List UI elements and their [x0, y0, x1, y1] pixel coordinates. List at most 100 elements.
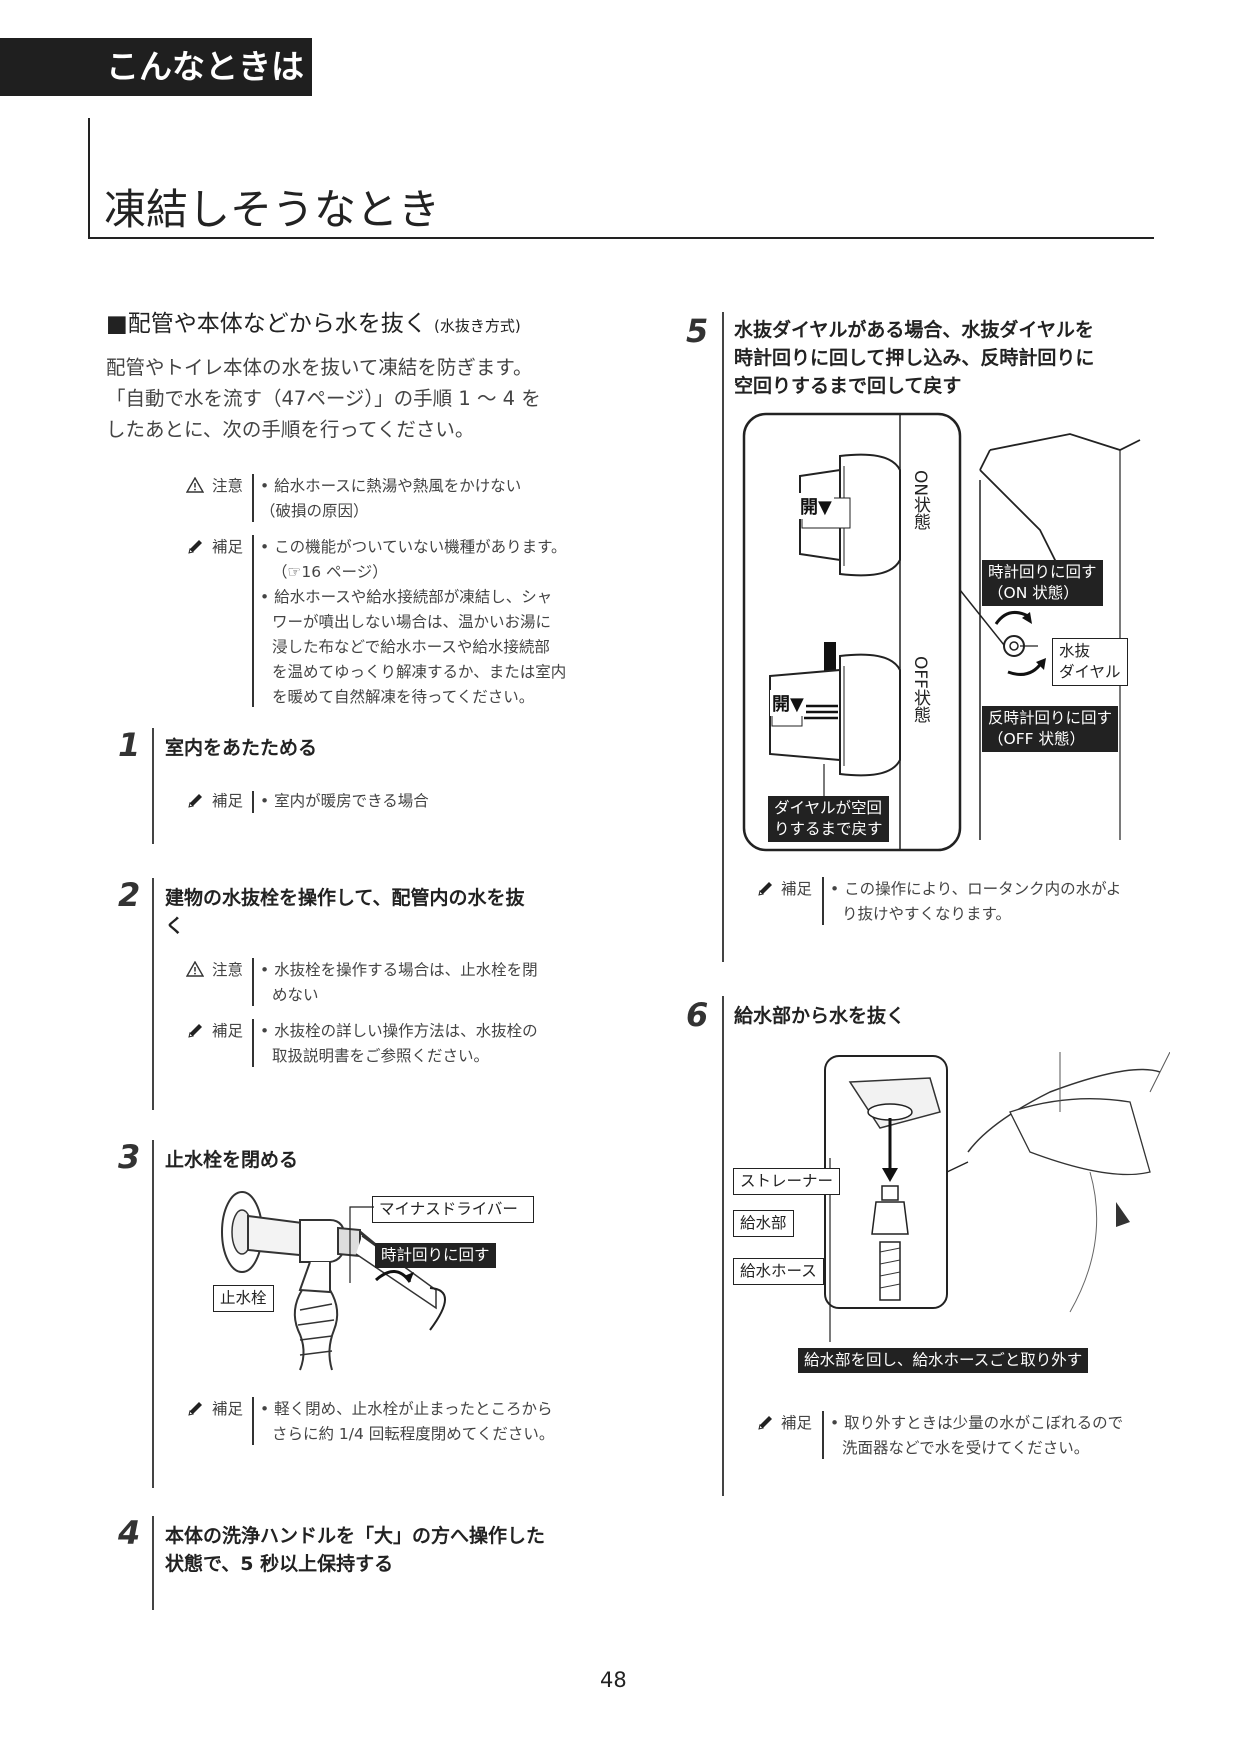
step-number: 1: [118, 726, 141, 764]
note-line: • 軽く閉め、止水栓が止まったところから: [260, 1400, 553, 1418]
step-rule: [722, 312, 724, 962]
step-number: 6: [686, 996, 709, 1034]
step-rule: [152, 1140, 154, 1488]
callout-clockwise-on: 時計回りに回す （ON 状態）: [982, 560, 1103, 606]
step-title: 止水栓を閉める: [165, 1149, 299, 1171]
pencil-icon: [758, 882, 772, 896]
title-rule-vertical: [88, 118, 90, 238]
note-line: • 取り外すときは少量の水がこぼれるので: [830, 1414, 1124, 1432]
page-number: 48: [600, 1668, 627, 1692]
note-line: • 給水ホースに熱湯や熱風をかけない: [260, 477, 522, 495]
water-supply-illustration: [824, 1052, 1170, 1342]
callout-line: 反時計回りに回す: [988, 709, 1113, 727]
note-label: 注意: [211, 477, 243, 495]
intro-text: 配管やトイレ本体の水を抜いて凍結を防ぎます。 「自動で水を流す（47ページ）」の…: [106, 352, 586, 445]
dial-illustration: [742, 412, 1141, 852]
callout-line: （OFF 状態）: [988, 730, 1085, 748]
callout-line: ダイヤル: [1059, 663, 1121, 681]
open-label: 開▼: [770, 690, 806, 716]
callout-driver: マイナスドライバー: [372, 1196, 534, 1223]
step-rule: [152, 1516, 154, 1610]
step-rule: [722, 996, 724, 1496]
note-line: • この機能がついていない機種があります。: [260, 538, 567, 556]
step-title: 水抜ダイヤルがある場合、水抜ダイヤルを 時計回りに回して押し込み、反時計回りに …: [734, 316, 1094, 400]
step-title: 建物の水抜栓を操作して、配管内の水を抜 く: [165, 884, 524, 940]
note-divider: [252, 1019, 254, 1067]
callout-line: 水抜: [1059, 642, 1091, 660]
section-heading: ■配管や本体などから水を抜く (水抜き方式): [106, 304, 521, 338]
step-title-line: 時計回りに回して押し込み、反時計回りに: [734, 347, 1095, 369]
note-line: さらに約 1/4 回転程度閉めてください。: [272, 1425, 555, 1443]
pencil-icon: [188, 794, 202, 808]
note-label: 補足: [211, 1022, 243, 1040]
callout-line: りするまで戻す: [774, 820, 883, 838]
note-line: • この操作により、ロータンク内の水がよ: [830, 880, 1122, 898]
step-title: 給水部から水を抜く: [734, 1005, 906, 1027]
step-title-line: く: [165, 915, 185, 937]
note-line: • 給水ホースや給水接続部が凍結し、シャ: [260, 588, 553, 606]
callout-counterclockwise-off: 反時計回りに回す （OFF 状態）: [982, 706, 1119, 752]
step-number: 2: [118, 876, 141, 914]
warning-icon: [186, 961, 204, 977]
step-title-line: 建物の水抜栓を操作して、配管内の水を抜: [165, 887, 525, 909]
stopcock-illustration: [221, 1191, 446, 1371]
warning-icon: [186, 477, 204, 493]
callout-strainer: ストレーナー: [733, 1168, 841, 1195]
note-line: • 室内が暖房できる場合: [260, 792, 429, 810]
leader-line: [349, 1206, 374, 1283]
step-title-line: 空回りするまで回して戻す: [734, 375, 962, 397]
note-line: り抜けやすくなります。: [842, 905, 1011, 923]
page-title: 凍結しそうなとき: [104, 185, 441, 234]
section-heading-text: ■配管や本体などから水を抜く: [106, 311, 427, 337]
note-label: 補足: [211, 792, 243, 810]
step-title-line: 水抜ダイヤルがある場合、水抜ダイヤルを: [734, 319, 1094, 341]
step-rule: [152, 728, 154, 844]
step-title-line: 本体の洗浄ハンドルを「大」の方へ操作した: [165, 1525, 546, 1547]
note-line: を暖めて自然解凍を待ってください。: [272, 688, 535, 706]
on-state-label: ON状態: [910, 470, 930, 531]
step-number: 3: [118, 1138, 141, 1176]
note-line: （☞16 ページ）: [272, 563, 388, 581]
intro-line: 「自動で水を流す（47ページ）」の手順 1 ～ 4 を: [106, 387, 541, 410]
step-rule: [152, 878, 154, 1110]
note-line: めない: [272, 986, 319, 1004]
note-divider: [822, 877, 824, 925]
step-title-line: 状態で、5 秒以上保持する: [165, 1553, 394, 1575]
pencil-icon: [188, 540, 202, 554]
note-divider: [252, 535, 254, 707]
off-state-label: OFF状態: [910, 656, 930, 723]
callout-idle-return: ダイヤルが空回 りするまで戻す: [768, 796, 889, 842]
callout-drain-dial: 水抜 ダイヤル: [1052, 638, 1128, 686]
step-number: 4: [118, 1514, 141, 1552]
intro-line: 配管やトイレ本体の水を抜いて凍結を防ぎます。: [106, 356, 533, 379]
step-title: 本体の洗浄ハンドルを「大」の方へ操作した 状態で、5 秒以上保持する: [165, 1522, 545, 1578]
note-label: 補足: [211, 1400, 243, 1418]
pencil-icon: [188, 1024, 202, 1038]
note-line: （破損の原因）: [260, 502, 369, 520]
note-divider: [252, 958, 254, 1006]
callout-hose: 給水ホース: [733, 1258, 824, 1285]
callout-supply: 給水部: [733, 1210, 794, 1237]
note-line: を温めてゆっくり解凍するか、または室内: [272, 663, 567, 681]
step-title: 室内をあたためる: [165, 737, 318, 759]
callout-line: ダイヤルが空回: [774, 799, 883, 817]
note-label: 補足: [780, 880, 812, 898]
section-heading-sub: (水抜き方式): [434, 317, 521, 335]
note-divider: [252, 474, 254, 522]
note-divider: [822, 1411, 824, 1459]
note-line: 浸した布などで給水ホースや給水接続部: [272, 638, 550, 656]
callout-clockwise: 時計回りに回す: [375, 1243, 496, 1268]
open-label: 開▼: [798, 493, 834, 519]
pencil-icon: [758, 1416, 772, 1430]
callout-line: （ON 状態）: [988, 584, 1079, 602]
intro-line: したあとに、次の手順を行ってください。: [106, 418, 475, 441]
callout-turn-remove: 給水部を回し、給水ホースごと取り外す: [798, 1348, 1089, 1373]
note-line: 洗面器などで水を受けてください。: [842, 1439, 1090, 1457]
callout-stopcock: 止水栓: [213, 1285, 274, 1312]
note-line: ワーが噴出しない場合は、温かいお湯に: [272, 613, 552, 631]
note-line: • 水抜栓の詳しい操作方法は、水抜栓の: [260, 1022, 538, 1040]
pencil-icon: [188, 1402, 202, 1416]
note-label: 注意: [211, 961, 243, 979]
note-line: 取扱説明書をご参照ください。: [272, 1047, 490, 1065]
note-line: • 水抜栓を操作する場合は、止水栓を閉: [260, 961, 538, 979]
